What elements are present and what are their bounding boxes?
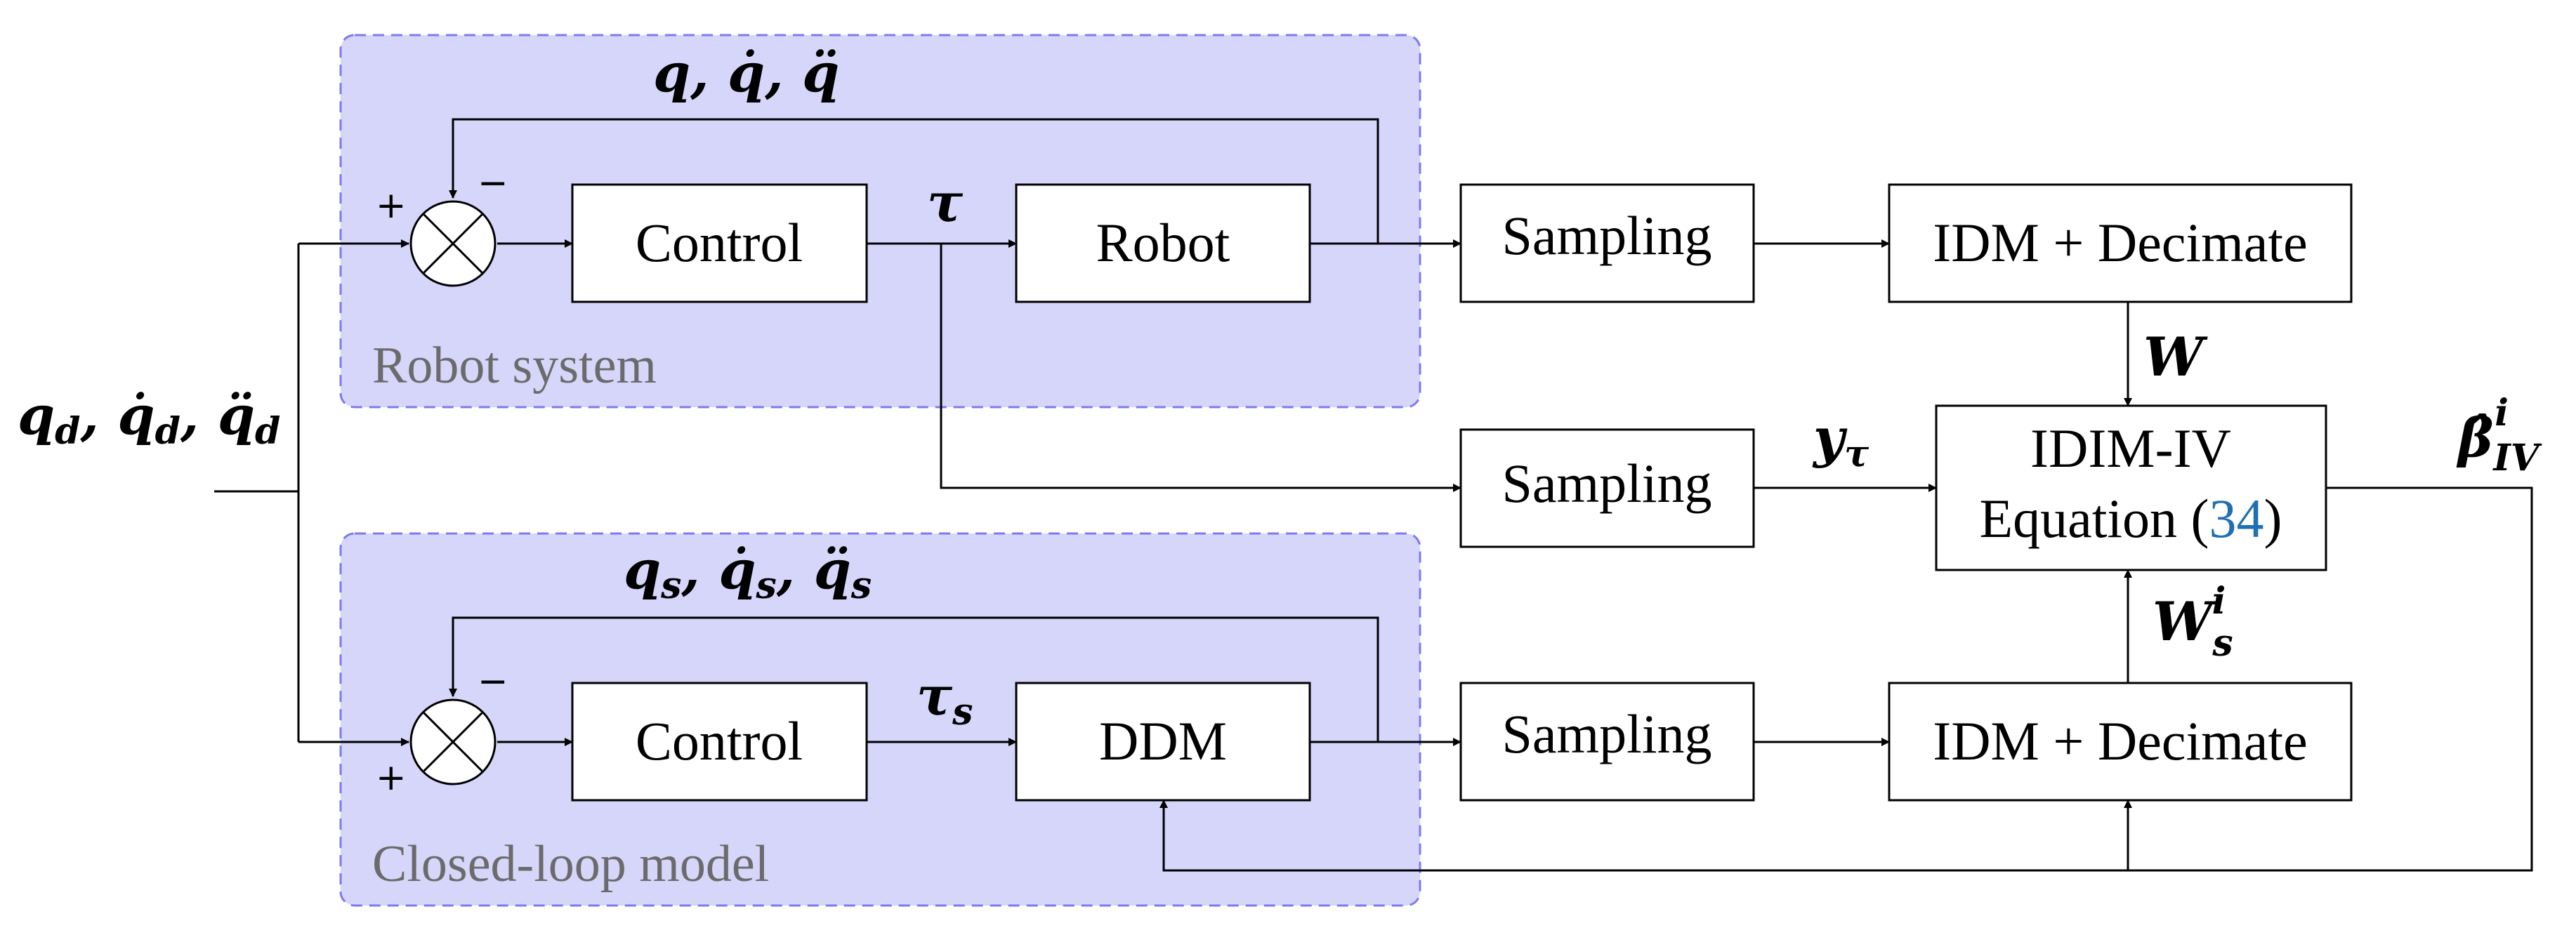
- equation-reference-link[interactable]: 34: [2209, 488, 2264, 549]
- plus-sign-top: +: [376, 185, 407, 227]
- idm-decimate-block-bottom: [1888, 682, 2353, 802]
- idm-decimate-block-top: [1888, 183, 2353, 303]
- minus-sign-top: −: [478, 162, 508, 204]
- sampling-block-top: [1459, 183, 1755, 303]
- ddm-block-label: DDM: [1099, 710, 1227, 771]
- ddm-block: [1015, 682, 1311, 802]
- idim-iv-block: [1935, 404, 2327, 571]
- wires: [214, 118, 2533, 872]
- idm-decimate-block-bottom-label: IDM + Decimate: [1933, 710, 2307, 771]
- minus-sign-bottom: −: [478, 661, 508, 703]
- sampling-block-middle: [1459, 428, 1755, 548]
- closed-loop-model-label: Closed-loop model: [372, 835, 769, 893]
- W-label: W: [2143, 326, 2208, 388]
- idim-iv-block-title: IDIM-IV: [2030, 418, 2231, 479]
- control-block-bottom: [571, 682, 868, 802]
- closed-loop-model-region: [339, 532, 1421, 907]
- control-block-bottom-label: Control: [636, 710, 803, 771]
- input-reference-label: qd, q̇d, q̈d: [18, 384, 280, 453]
- beta-feedback: [1159, 486, 2533, 872]
- feedback-top: [449, 118, 1379, 244]
- idm-decimate-block-top-label: IDM + Decimate: [1933, 212, 2307, 273]
- tau-label: τ: [927, 171, 964, 234]
- y-tau-label: yτ: [1812, 406, 1869, 475]
- tau-s-label: τs: [916, 665, 973, 734]
- robot-block: [1015, 183, 1311, 303]
- robot-system-label: Robot system: [372, 337, 657, 394]
- sampling-block-top-label: Sampling: [1501, 205, 1711, 266]
- robot-system-region: [339, 34, 1421, 409]
- plus-sign-bottom: +: [376, 757, 407, 799]
- tau-branch: [940, 244, 1461, 492]
- feedback-bottom: [449, 616, 1379, 742]
- sampling-block-middle-label: Sampling: [1501, 453, 1711, 514]
- robot-block-label: Robot: [1096, 212, 1230, 273]
- sampling-block-bottom-label: Sampling: [1501, 703, 1711, 764]
- beta-iv-label: β̂IVi: [2456, 392, 2542, 479]
- idim-iv-block-equation: Equation (34): [1979, 488, 2282, 549]
- control-block-top-label: Control: [636, 212, 803, 273]
- summing-junction-bottom: [409, 698, 497, 785]
- feedback-bottom-label: qs, q̇s, q̈s: [624, 538, 872, 607]
- control-block-top: [571, 183, 868, 303]
- summing-junction-top: [409, 200, 497, 287]
- sampling-block-bottom: [1459, 682, 1755, 802]
- Ws-label: Wsi: [2153, 580, 2233, 665]
- feedback-top-label: q, q̇, q̈: [653, 41, 839, 104]
